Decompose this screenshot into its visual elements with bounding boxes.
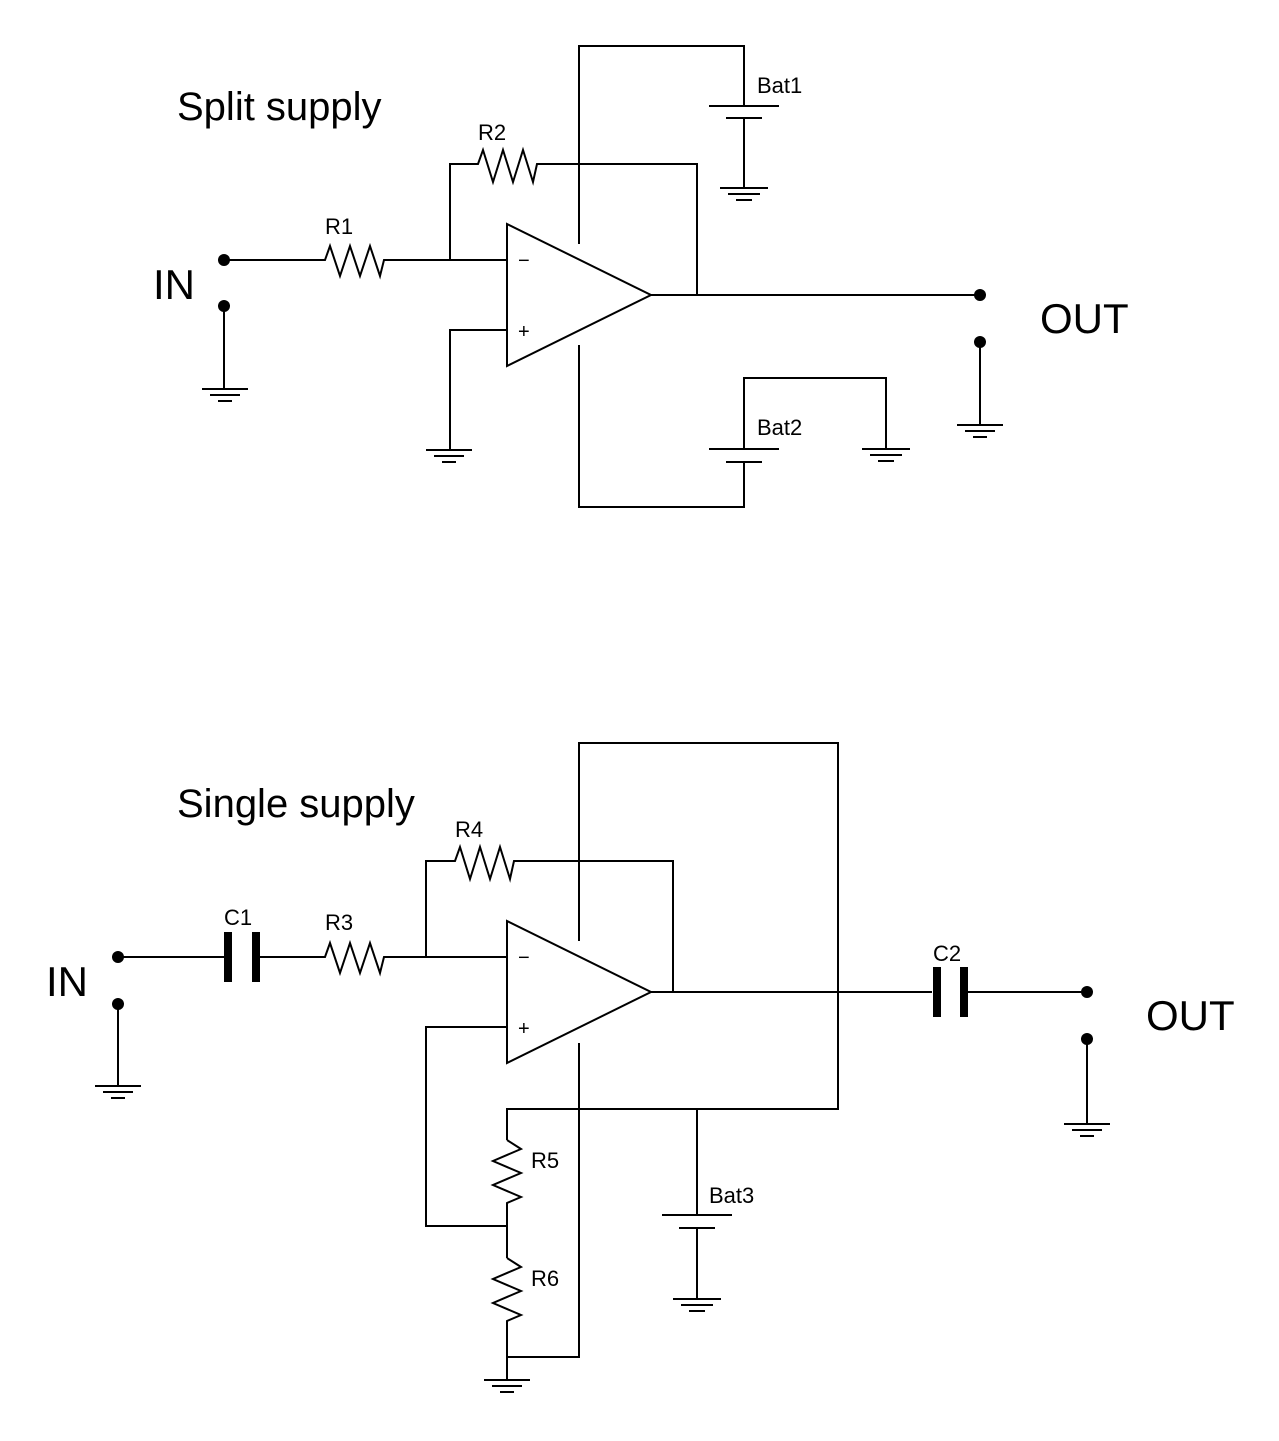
single-ground-divider <box>484 1379 530 1393</box>
split-opamp-minus: − <box>518 250 530 272</box>
single-bias-wire <box>425 1026 507 1227</box>
split-ground-out <box>957 424 1003 438</box>
single-positive-rail-wire <box>506 742 839 1140</box>
single-out-terminal <box>1081 986 1093 998</box>
single-r4-resistor <box>425 843 674 992</box>
split-in-label: IN <box>153 261 195 308</box>
single-r5-resistor <box>490 1139 524 1258</box>
single-opamp-plus: + <box>518 1018 530 1040</box>
single-r4-label: R4 <box>455 817 483 842</box>
split-out-terminal <box>974 289 986 301</box>
single-bat3-battery <box>662 1109 732 1312</box>
single-opamp <box>506 919 654 1065</box>
split-opamp-plus: + <box>518 321 530 343</box>
split-opamp <box>506 222 654 368</box>
split-negative-supply-wire <box>578 345 745 508</box>
split-ground-in <box>202 388 248 402</box>
single-r3-label: R3 <box>325 910 353 935</box>
split-plus-input-wire <box>449 329 507 450</box>
split-r1-resistor <box>224 242 507 280</box>
split-bat1-label: Bat1 <box>757 73 802 98</box>
single-r5-label: R5 <box>531 1148 559 1173</box>
single-c2-label: C2 <box>933 941 961 966</box>
single-supply-title: Single supply <box>177 782 415 826</box>
single-r3-resistor <box>257 939 507 977</box>
single-opamp-minus: − <box>518 947 530 969</box>
split-bat1-battery <box>709 105 779 201</box>
single-c1-capacitor <box>224 932 260 982</box>
single-ground-rail-wire <box>507 1043 580 1358</box>
single-in-label: IN <box>46 958 88 1005</box>
single-r6-resistor <box>490 1257 524 1380</box>
single-supply-circuit: Single supply IN C1 R3 R4 − + C2 <box>46 742 1235 1393</box>
split-positive-supply-wire <box>578 45 745 244</box>
single-c1-label: C1 <box>224 905 252 930</box>
split-out-label: OUT <box>1040 295 1129 342</box>
single-out-label: OUT <box>1146 992 1235 1039</box>
single-c2-capacitor <box>933 967 968 1017</box>
split-bat2-battery <box>709 377 910 463</box>
split-r1-label: R1 <box>325 214 353 239</box>
split-r2-resistor <box>449 146 698 295</box>
single-r6-label: R6 <box>531 1266 559 1291</box>
single-ground-out <box>1064 1123 1110 1137</box>
single-bat3-label: Bat3 <box>709 1183 754 1208</box>
split-bat2-label: Bat2 <box>757 415 802 440</box>
split-ground-plus <box>426 449 472 463</box>
single-ground-in <box>95 1085 141 1099</box>
split-r2-label: R2 <box>478 120 506 145</box>
split-supply-title: Split supply <box>177 85 382 129</box>
split-supply-circuit: Split supply IN R1 R2 − + OUT <box>153 45 1129 508</box>
